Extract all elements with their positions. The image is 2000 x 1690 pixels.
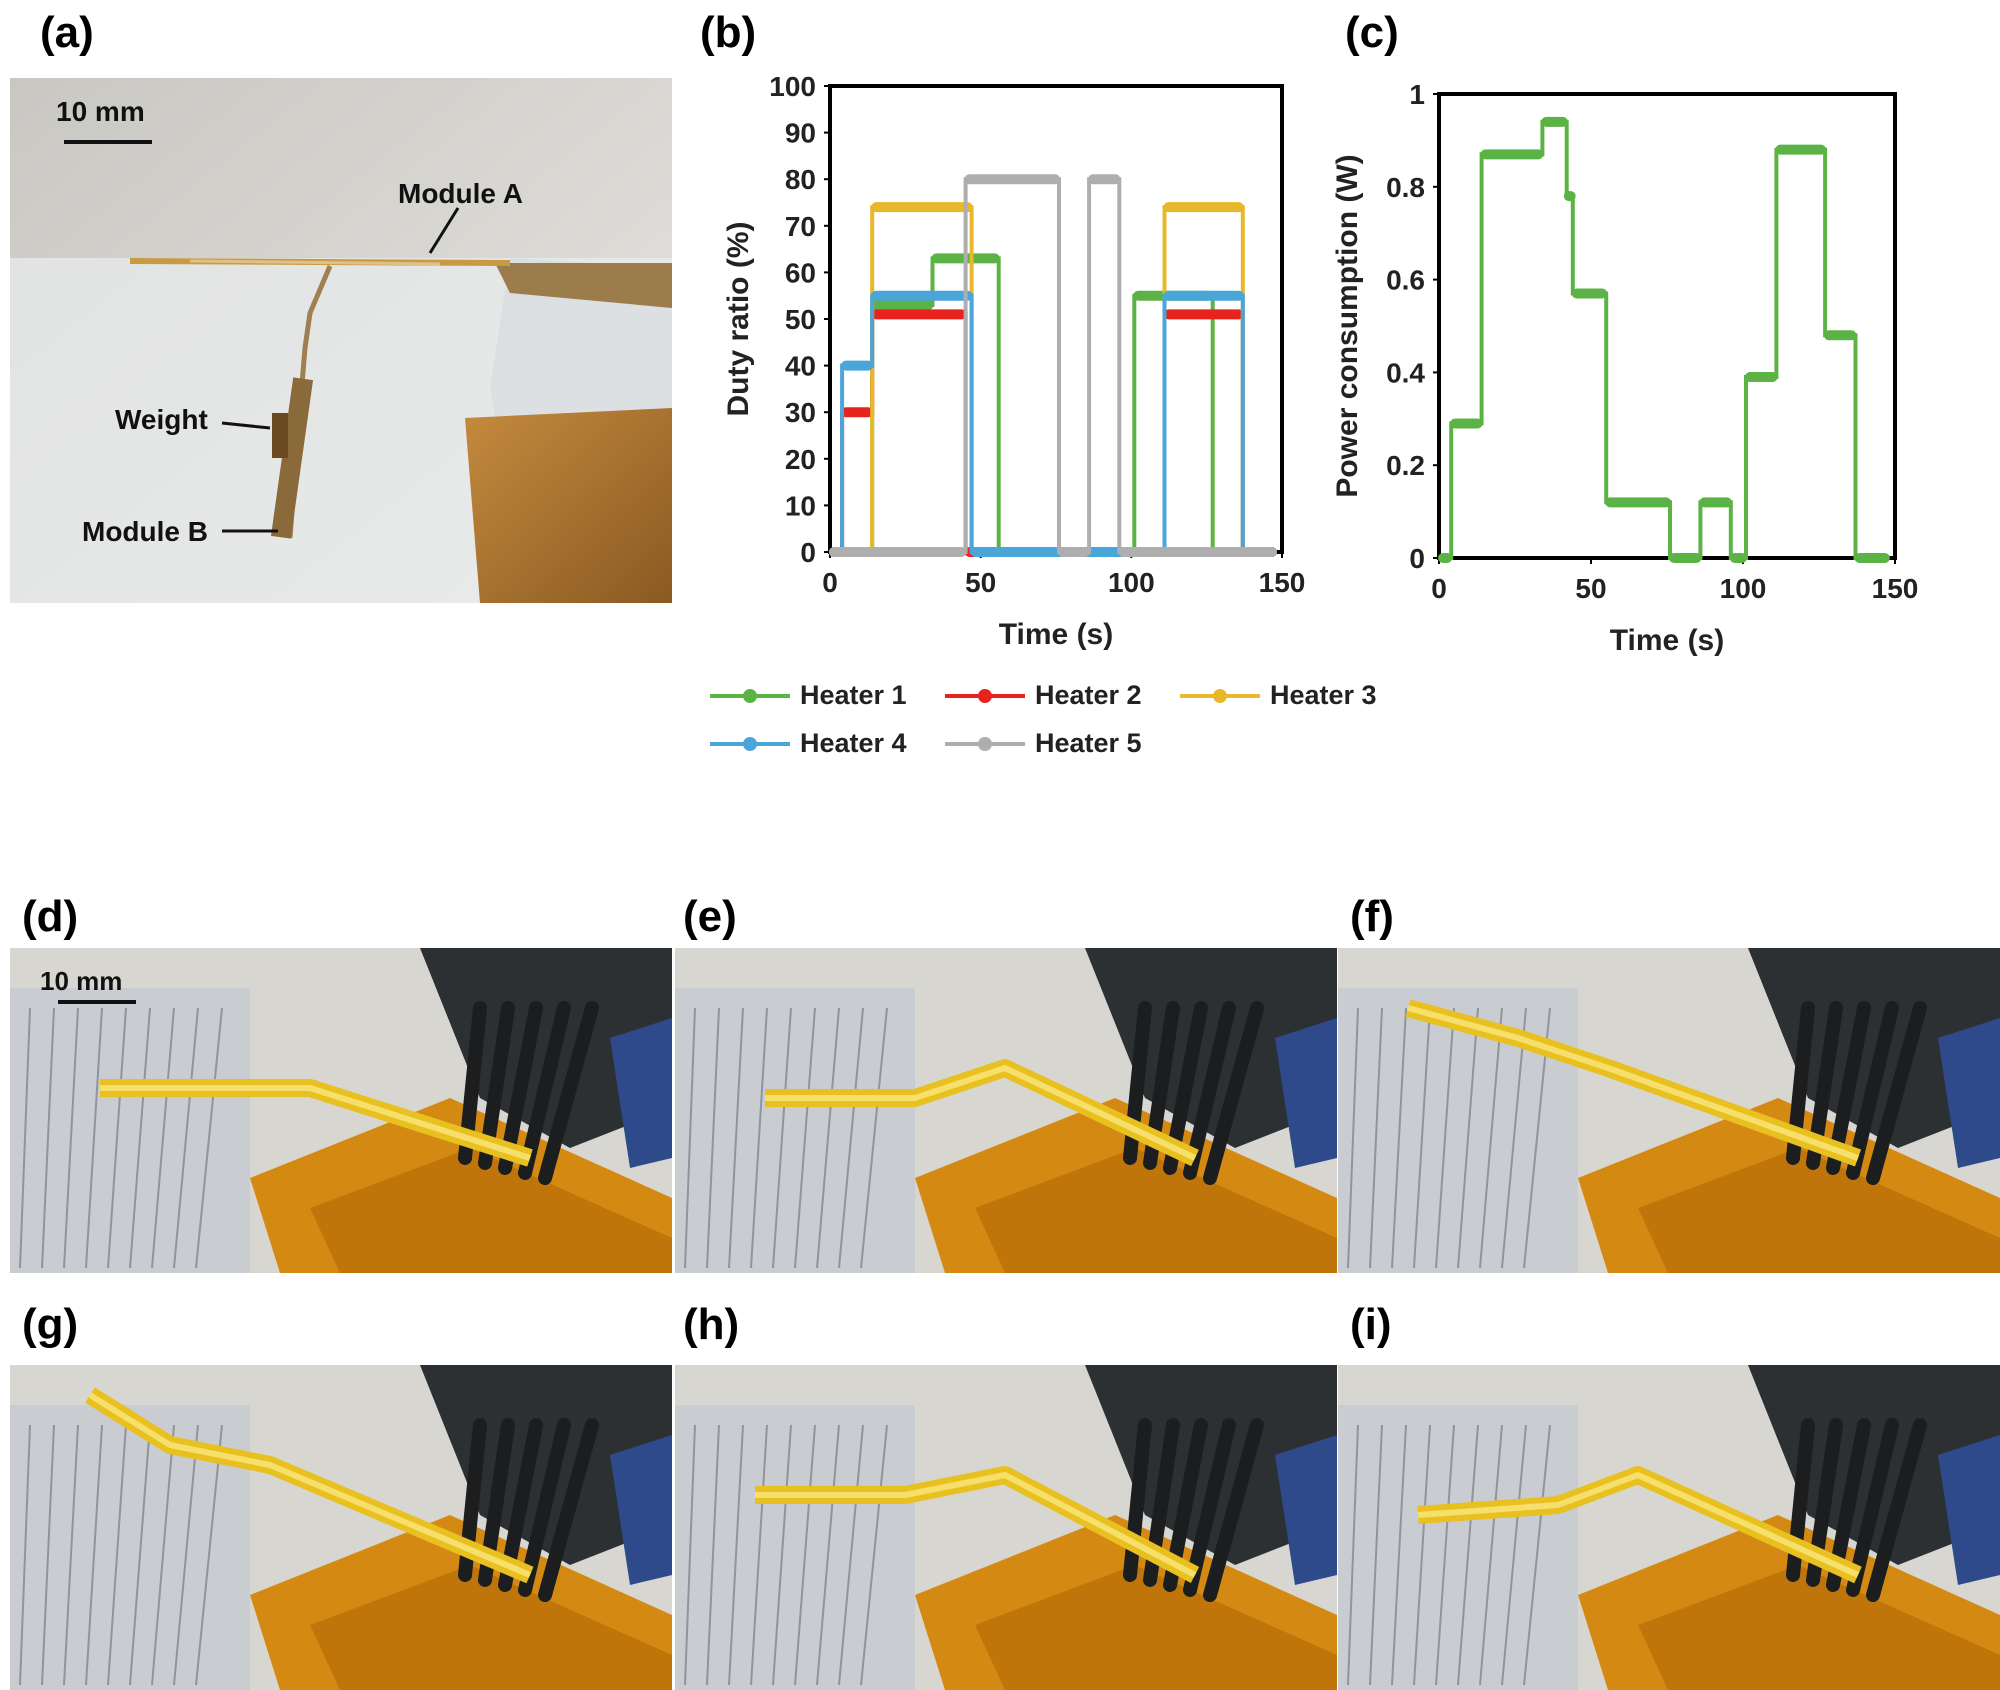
y-axis-label: Duty ratio (%) [722, 222, 755, 417]
photo-h [675, 1365, 1337, 1690]
y-tick-label: 100 [769, 71, 816, 102]
photo-a: 10 mm Module A Weight Module B [10, 78, 672, 603]
photo-d: 10 mm [10, 948, 672, 1273]
y-tick-label: 10 [785, 490, 816, 521]
series-line-5 [830, 177, 1276, 554]
photo-i [1338, 1365, 2000, 1690]
x-tick-label: 150 [1872, 573, 1919, 604]
y-tick-label: 50 [785, 304, 816, 335]
y-tick-label: 0.6 [1386, 265, 1425, 296]
panel-label-c: (c) [1345, 8, 1399, 57]
series-line-3 [830, 205, 1276, 554]
y-tick-label: 70 [785, 211, 816, 242]
panel-label-a: (a) [40, 8, 94, 57]
scale-bar [58, 1000, 136, 1004]
photo-f [1338, 948, 2000, 1273]
series-line-1 [1439, 119, 1889, 560]
x-tick-label: 100 [1720, 573, 1767, 604]
x-tick-label: 100 [1108, 567, 1155, 598]
scale-label: 10 mm [40, 966, 123, 996]
x-tick-label: 50 [965, 567, 996, 598]
panel-label-d: (d) [22, 892, 79, 941]
legend-item-heater-1: Heater 1 [710, 680, 907, 711]
y-tick-label: 30 [785, 397, 816, 428]
module-b-label: Module B [82, 516, 208, 547]
x-axis-label: Time (s) [1610, 624, 1724, 657]
y-tick-label: 0 [1409, 543, 1425, 574]
scale-label: 10 mm [56, 96, 145, 127]
panel-label-h: (h) [683, 1300, 740, 1349]
series-line-2 [830, 312, 1276, 554]
y-tick-label: 1 [1409, 79, 1425, 110]
x-tick-label: 50 [1575, 573, 1606, 604]
panel-label-b: (b) [700, 8, 757, 57]
photo-g [10, 1365, 672, 1690]
y-tick-label: 20 [785, 444, 816, 475]
y-tick-label: 80 [785, 164, 816, 195]
y-tick-label: 90 [785, 118, 816, 149]
panel-label-f: (f) [1350, 892, 1394, 941]
y-tick-label: 0.8 [1386, 172, 1425, 203]
x-tick-label: 150 [1259, 567, 1306, 598]
legend: Heater 1 Heater 2 Heater 3 Heater 4 Heat… [700, 670, 1400, 790]
panel-label-e: (e) [683, 892, 737, 941]
y-axis-label: Power consumption (W) [1331, 154, 1364, 497]
scale-bar [64, 140, 152, 144]
y-tick-label: 0 [800, 537, 816, 568]
legend-item-heater-2: Heater 2 [945, 680, 1142, 711]
annotation-lines [221, 207, 460, 533]
panel-label-i: (i) [1350, 1300, 1392, 1349]
x-tick-label: 0 [1431, 573, 1447, 604]
legend-item-heater-3: Heater 3 [1180, 680, 1377, 711]
y-tick-label: 60 [785, 257, 816, 288]
panel-label-g: (g) [22, 1300, 79, 1349]
y-tick-label: 0.2 [1386, 450, 1425, 481]
x-axis-label: Time (s) [999, 618, 1113, 651]
y-tick-label: 0.4 [1386, 357, 1425, 388]
y-tick-label: 40 [785, 351, 816, 382]
plot-frame [1437, 92, 1897, 560]
photo-e [675, 948, 1337, 1273]
x-tick-label: 0 [822, 567, 838, 598]
legend-item-heater-5: Heater 5 [945, 728, 1142, 759]
module-a-label: Module A [398, 178, 523, 209]
weight-label: Weight [115, 404, 208, 435]
legend-item-heater-4: Heater 4 [710, 728, 907, 759]
series-line-4 [830, 293, 1276, 554]
